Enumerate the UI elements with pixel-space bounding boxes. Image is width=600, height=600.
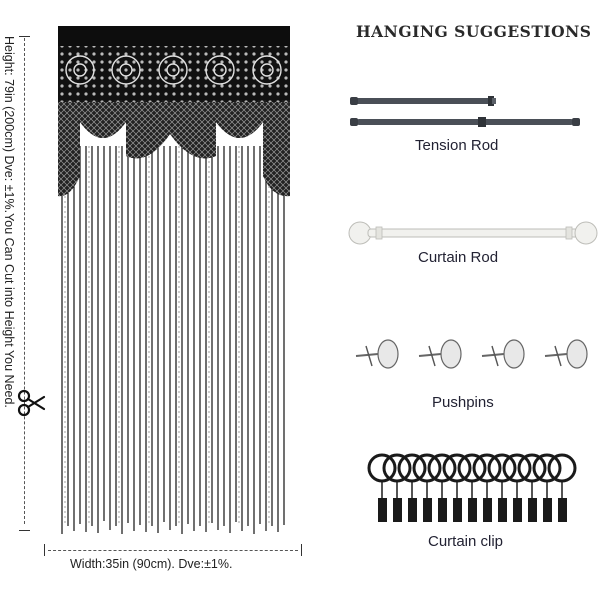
height-top-tick — [19, 36, 30, 37]
curtain-rod-image — [348, 221, 598, 245]
height-bottom-tick — [19, 530, 30, 531]
hanging-suggestions-title: HANGING SUGGESTIONS — [356, 22, 592, 41]
width-left-tick — [44, 544, 45, 556]
tension-rod-image — [350, 96, 580, 127]
curtain-image — [58, 26, 290, 534]
height-dimension-text: Height: 79in (200cm) Dve: ±1%.You Can Cu… — [2, 36, 16, 408]
width-right-tick — [301, 544, 302, 556]
scissors-icon — [17, 389, 46, 417]
curtain-clips-image — [367, 453, 577, 522]
width-dimension-text: Width:35in (90cm). Dve:±1%. — [70, 557, 233, 571]
height-dimension-line — [24, 38, 25, 524]
pushpins-image — [355, 339, 588, 369]
curtain-rod-label: Curtain Rod — [418, 249, 499, 266]
curtain-clip-label: Curtain clip — [428, 533, 504, 550]
width-dimension-line — [48, 550, 298, 551]
pushpins-label: Pushpins — [432, 394, 494, 411]
tension-rod-label: Tension Rod — [415, 137, 499, 154]
